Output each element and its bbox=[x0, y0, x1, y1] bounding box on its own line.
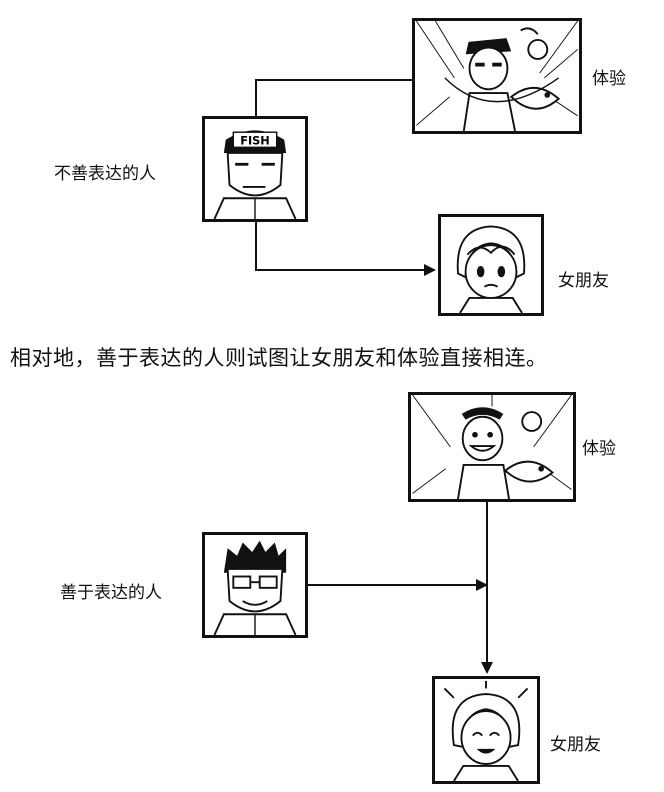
girlfriend-panel-bottom bbox=[432, 676, 540, 784]
experience-panel-bottom bbox=[408, 392, 576, 502]
girlfriend-panel-top bbox=[438, 214, 544, 316]
line-person-to-experience bbox=[256, 80, 412, 117]
caption: 相对地，善于表达的人则试图让女朋友和体验直接相连。 bbox=[10, 342, 548, 372]
unexpressive-person-panel: FISH bbox=[202, 116, 308, 222]
experience-label-top: 体验 bbox=[592, 64, 626, 89]
experience-label-bottom: 体验 bbox=[582, 434, 616, 459]
expressive-person-label: 善于表达的人 bbox=[60, 578, 162, 603]
experience-panel-top bbox=[412, 18, 582, 134]
girlfriend-label-top: 女朋友 bbox=[558, 266, 609, 291]
unexpressive-person-label: 不善表达的人 bbox=[54, 159, 156, 184]
expressive-person-panel bbox=[202, 532, 308, 638]
hat-text: FISH bbox=[240, 133, 270, 147]
arrow-person-to-girlfriend bbox=[256, 222, 434, 270]
girlfriend-label-bottom: 女朋友 bbox=[550, 730, 601, 755]
